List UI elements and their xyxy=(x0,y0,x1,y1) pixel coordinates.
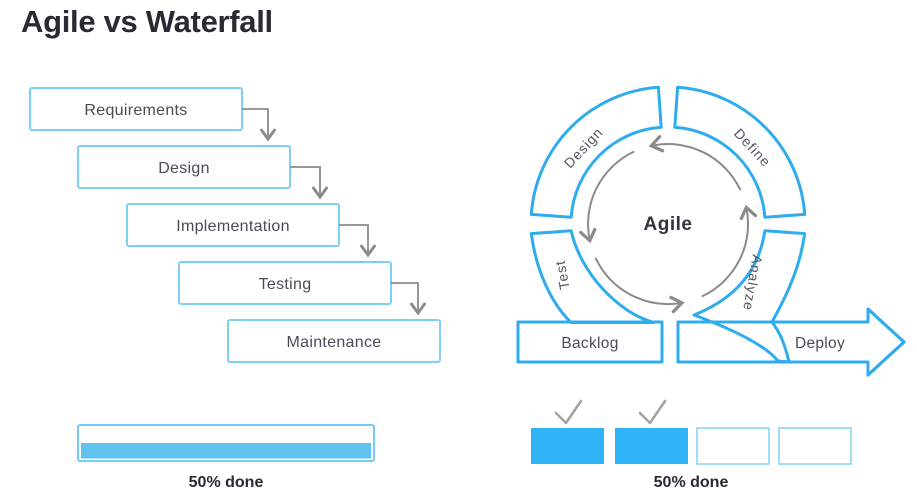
check-icon xyxy=(638,399,667,425)
waterfall-stage-testing: Testing xyxy=(178,261,392,305)
progress-label: 50% done xyxy=(189,474,264,491)
waterfall-stage-requirements: Requirements xyxy=(29,87,243,131)
page-title: Agile vs Waterfall xyxy=(21,4,273,39)
cycle-arrow-icon xyxy=(701,204,758,298)
waterfall-stage-design: Design xyxy=(77,145,291,189)
ring-segment-test xyxy=(529,229,656,324)
stage-box xyxy=(227,319,441,363)
agile-center-label: Agile xyxy=(644,214,693,235)
deploy-label: Deploy xyxy=(795,335,845,352)
stage-label: Testing xyxy=(259,276,312,293)
agile-progress: 50% done xyxy=(531,399,852,491)
progress-bar-fill xyxy=(81,443,371,459)
step-arrow-icon xyxy=(339,224,376,258)
step-arrow-icon xyxy=(391,282,426,316)
deploy-arrow-outline xyxy=(676,307,906,377)
progress-label: 50% done xyxy=(654,474,729,491)
stage-label: Maintenance xyxy=(287,334,382,351)
backlog-box xyxy=(516,320,664,364)
stage-label: Requirements xyxy=(84,102,187,119)
sprint-block-done xyxy=(531,428,604,464)
ring-segment-design xyxy=(529,85,663,219)
ring-segment-define xyxy=(673,85,807,219)
sprint-block-done xyxy=(615,428,688,464)
cycle-arrow-icon xyxy=(594,257,685,314)
waterfall-stage-implementation: Implementation xyxy=(126,203,340,247)
agile-diagram: Design Define Test Analyze Agile Backlog… xyxy=(516,85,906,491)
stage-label: Implementation xyxy=(176,218,290,235)
cycle-arrow-icon xyxy=(579,150,635,244)
sprint-block-todo xyxy=(778,427,852,465)
ring-label-test: Test xyxy=(552,259,573,291)
sprint-block-todo xyxy=(696,427,770,465)
cycle-arrow-icon xyxy=(648,135,742,191)
stage-label: Design xyxy=(158,160,210,177)
backlog-label: Backlog xyxy=(561,335,618,352)
backlog-box-outline xyxy=(516,320,664,364)
waterfall-diagram: Requirements Design Implementation Testi… xyxy=(29,87,441,491)
step-arrow-icon xyxy=(290,166,328,200)
waterfall-progress: 50% done xyxy=(77,424,375,491)
step-arrow-icon xyxy=(242,108,276,142)
check-icon xyxy=(554,399,583,425)
waterfall-stage-maintenance: Maintenance xyxy=(227,319,441,363)
